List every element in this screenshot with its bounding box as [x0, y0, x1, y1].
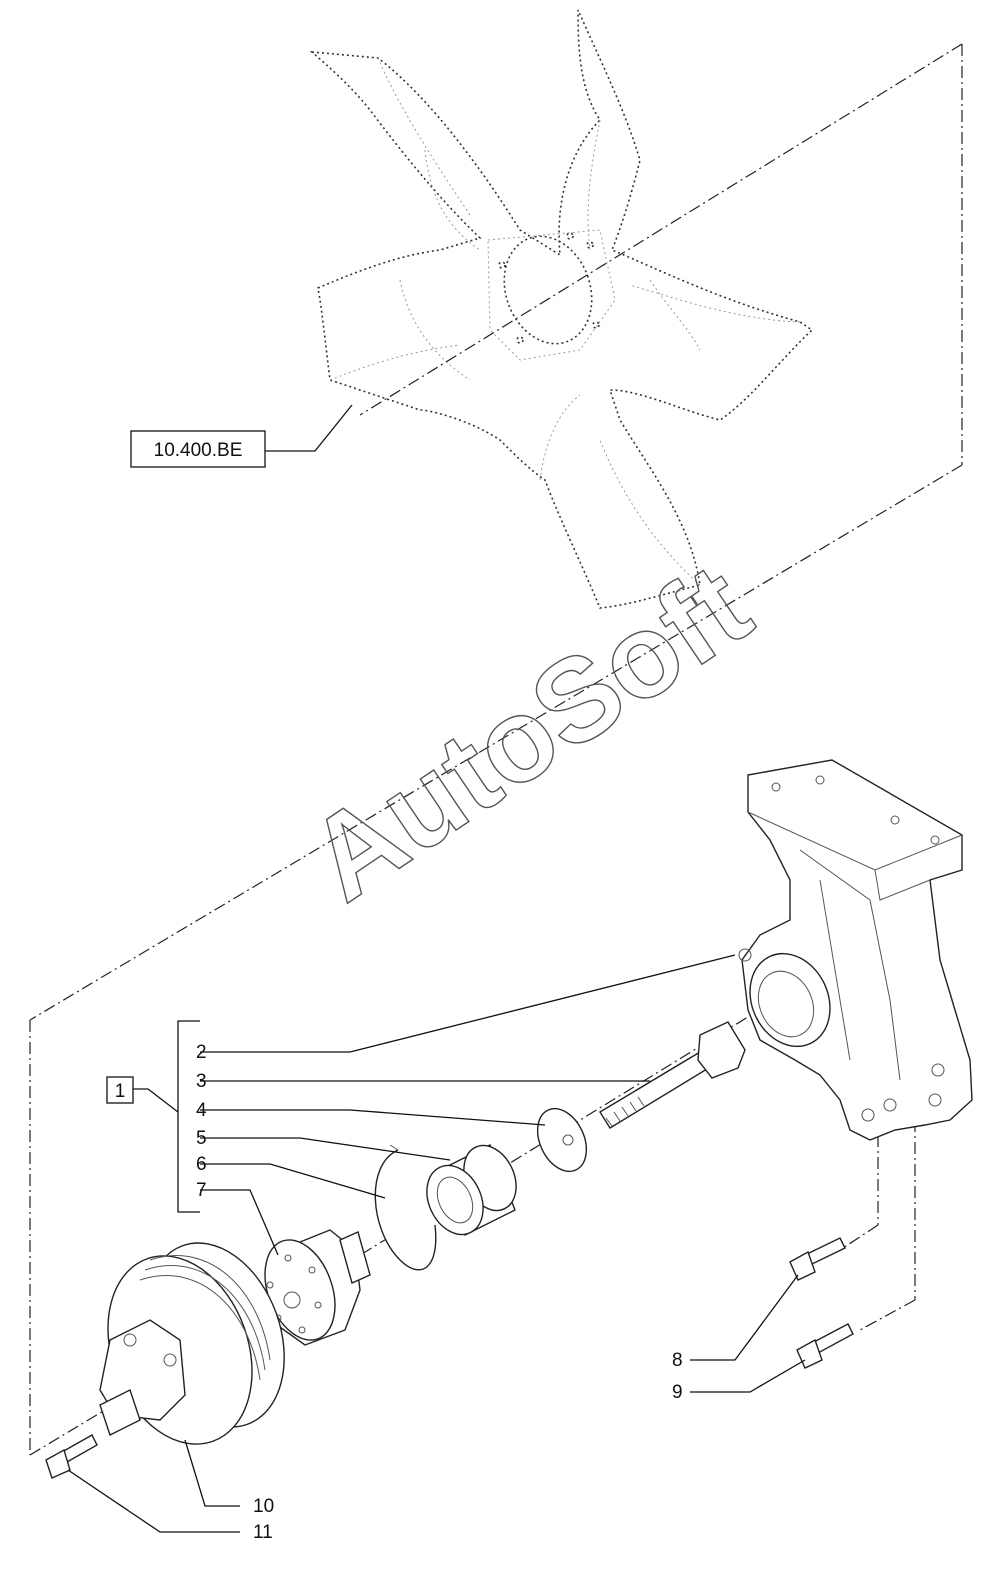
- bolt-8: [789, 1237, 846, 1281]
- watermark: AutoSoft: [285, 538, 773, 927]
- support-bracket: [738, 759, 973, 1141]
- circlip: [374, 1144, 437, 1271]
- callout-3[interactable]: 3: [196, 1071, 207, 1092]
- leader-lines: [67, 404, 806, 1533]
- washer: [536, 1107, 588, 1173]
- callout-9[interactable]: 9: [672, 1382, 683, 1403]
- reference-label: 10.400.BE: [154, 440, 243, 461]
- fan-ghost: [309, 9, 814, 609]
- pulley: [99, 1242, 285, 1445]
- svg-text:AutoSoft: AutoSoft: [286, 539, 773, 927]
- callout-8[interactable]: 8: [672, 1350, 683, 1371]
- bolt-11: [45, 1434, 98, 1479]
- callout-7[interactable]: 7: [196, 1180, 207, 1201]
- bolt-9: [796, 1323, 854, 1369]
- bearing: [426, 1144, 517, 1236]
- callout-10[interactable]: 10: [253, 1496, 274, 1517]
- callout-numbers: 2 3 4 5 6 7 8 9 10 11: [196, 1042, 683, 1543]
- assembly-box[interactable]: 1: [106, 1076, 134, 1104]
- reference-box[interactable]: 10.400.BE: [130, 430, 266, 468]
- callout-2[interactable]: 2: [196, 1042, 207, 1063]
- callout-4[interactable]: 4: [196, 1100, 207, 1121]
- shaft-bolt: [599, 1021, 746, 1129]
- assembly-label: 1: [115, 1081, 126, 1102]
- callout-6[interactable]: 6: [196, 1154, 207, 1175]
- callout-11[interactable]: 11: [253, 1522, 273, 1543]
- callout-5[interactable]: 5: [196, 1128, 207, 1149]
